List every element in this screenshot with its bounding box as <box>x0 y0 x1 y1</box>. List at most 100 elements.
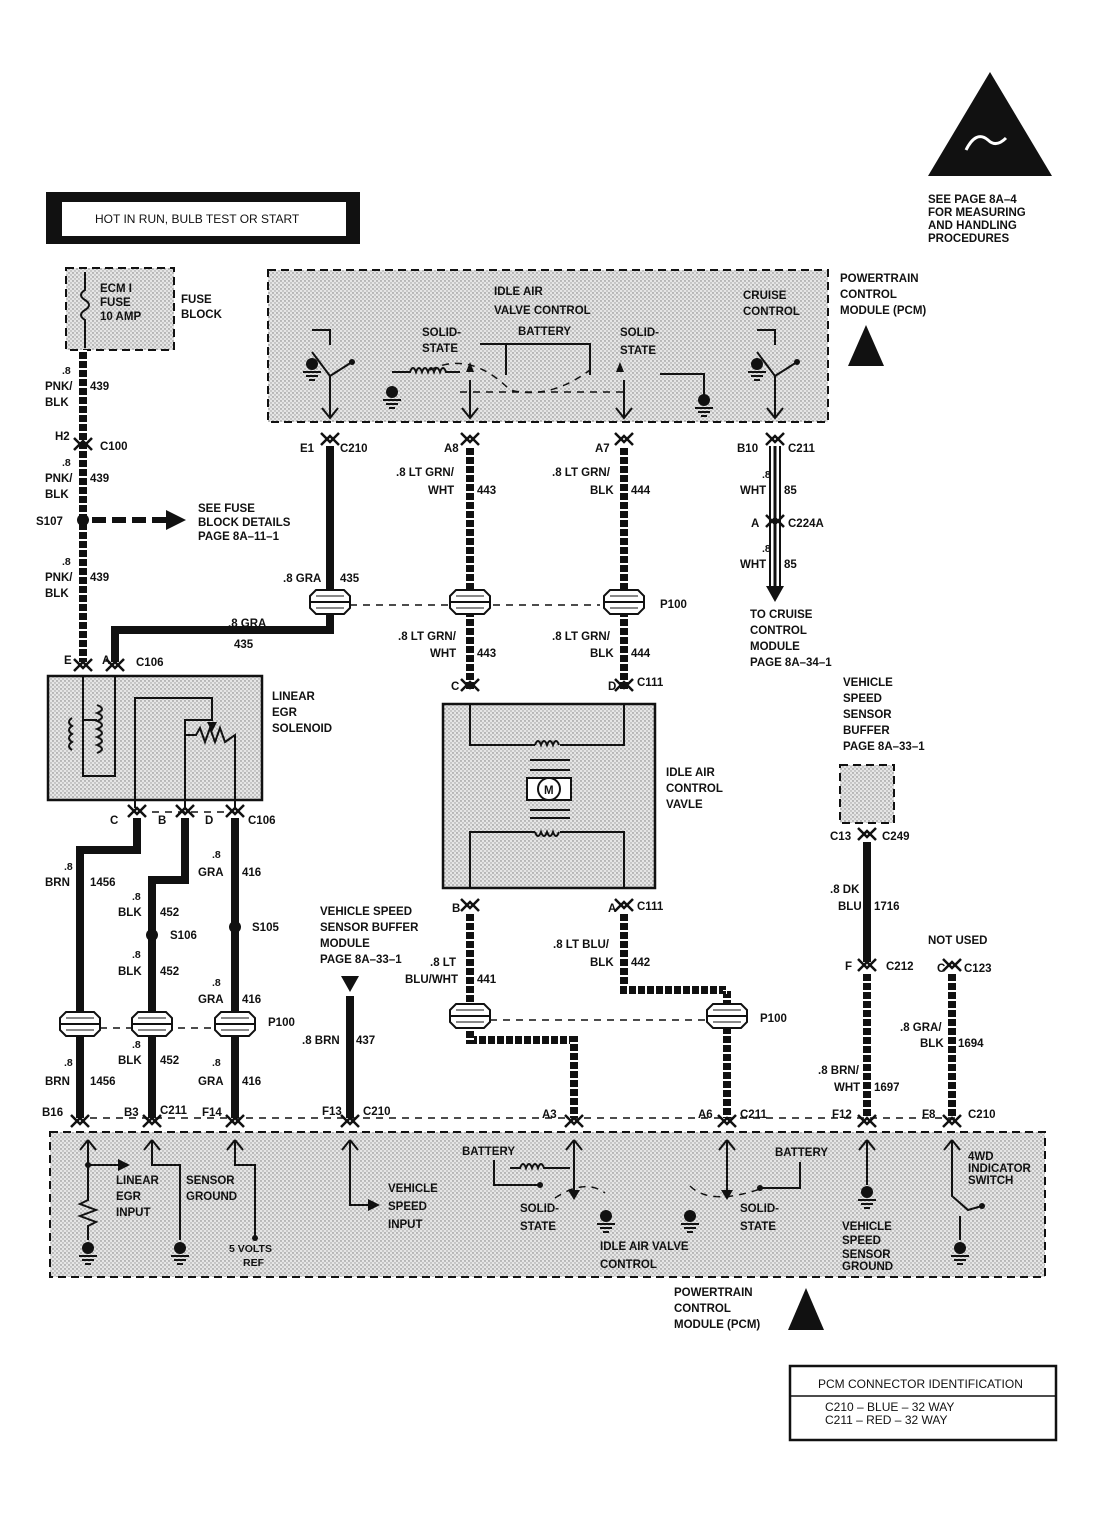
diagram-label: .8 <box>62 457 71 469</box>
diagram-label: .8 <box>212 1057 221 1069</box>
diagram-label: SPEED <box>388 1201 427 1213</box>
diagram-label: PNK/ <box>45 473 73 485</box>
connector-pin <box>941 1113 963 1129</box>
diagram-label: WHT <box>834 1082 860 1094</box>
diagram-label: MODULE <box>320 938 370 950</box>
diagram-label: .8 <box>762 543 771 555</box>
connector-pin <box>339 1113 361 1129</box>
diagram-label: VAVLE <box>666 799 703 811</box>
diagram-label: P100 <box>760 1013 787 1025</box>
diagram-label: BLU <box>838 901 862 913</box>
connector-pin <box>856 957 878 973</box>
splice-s105 <box>229 921 241 933</box>
diagram-label: STATE <box>620 345 656 357</box>
diagram-label: HOT IN RUN, BULB TEST OR START <box>95 212 300 226</box>
diagram-label: ECM I <box>100 283 132 295</box>
diagram-label: TO CRUISE <box>750 609 813 621</box>
diagram-label: FUSE <box>181 294 212 306</box>
diagram-label: INPUT <box>388 1219 423 1231</box>
diagram-label: C <box>110 815 118 827</box>
diagram-label: A <box>608 903 616 915</box>
diagram-label: GROUND <box>842 1261 893 1273</box>
motor-icon <box>537 777 561 801</box>
diagram-label: BATTERY <box>775 1147 828 1159</box>
diagram-label: IDLE AIR <box>494 286 543 298</box>
diagram-label: SPEED <box>843 693 882 705</box>
diagram-label: INDICATOR <box>968 1163 1032 1175</box>
diagram-label: 452 <box>160 966 179 978</box>
wire-1456 <box>76 818 141 1118</box>
arrow-icon <box>92 510 186 530</box>
diagram-label: .8 <box>62 365 71 377</box>
inline-connector <box>309 589 351 615</box>
diagram-label: 437 <box>356 1035 375 1047</box>
egr-solenoid <box>46 674 264 808</box>
diagram-label: B <box>158 815 166 827</box>
esd-note: SEE PAGE 8A–4 FOR MEASURING AND HANDLING… <box>928 194 1026 245</box>
diagram-label: .8 <box>212 977 221 989</box>
diagram-label: .8 <box>132 891 141 903</box>
diagram-label: BUFFER <box>843 725 890 737</box>
vss-buffer-box <box>839 764 895 824</box>
diagram-label: PROCEDURES <box>928 233 1009 245</box>
diagram-label: C106 <box>248 815 276 827</box>
diagram-label: VEHICLE <box>388 1183 438 1195</box>
diagram-label: .8 BRN <box>302 1035 340 1047</box>
diagram-label: 443 <box>477 648 496 660</box>
diagram-label: CRUISE <box>743 290 787 302</box>
diagram-label: .8 GRA <box>228 618 266 630</box>
diagram-label: .8 BRN/ <box>818 1065 860 1077</box>
diagram-label: GROUND <box>186 1191 237 1203</box>
diagram-label: WHT <box>428 485 454 497</box>
connector-pin <box>459 897 481 913</box>
wire-442 <box>620 912 731 1118</box>
diagram-label: C211 <box>160 1105 187 1117</box>
diagram-label: 435 <box>234 639 254 651</box>
diagram-label: 439 <box>90 381 109 393</box>
diagram-label: 452 <box>160 1055 179 1067</box>
diagram-label: C100 <box>100 441 128 453</box>
connector-pin <box>319 431 341 447</box>
diagram-label: STATE <box>422 343 458 355</box>
diagram-label: SOLID- <box>740 1203 779 1215</box>
diagram-label: 444 <box>631 648 651 660</box>
diagram-label: .8 LT BLU/ <box>553 939 610 951</box>
diagram-label: VEHICLE <box>842 1221 892 1233</box>
diagram-label: VEHICLE SPEED <box>320 906 412 918</box>
connector-pin <box>856 826 878 842</box>
diagram-label: .8 <box>212 849 221 861</box>
diagram-label: C249 <box>882 831 910 843</box>
diagram-label: P100 <box>268 1017 295 1029</box>
splice-s106 <box>146 929 158 941</box>
diagram-label: SPEED <box>842 1235 881 1247</box>
connector-pin <box>716 1113 738 1129</box>
esd-warning-icon <box>848 325 884 366</box>
diagram-label: POWERTRAIN <box>840 273 919 285</box>
power-source-box: HOT IN RUN, BULB TEST OR START <box>46 192 360 244</box>
diagram-label: CONTROL <box>600 1259 657 1271</box>
diagram-label: WHT <box>740 485 766 497</box>
diagram-label: BLK <box>118 966 142 978</box>
diagram-label: A8 <box>444 443 459 455</box>
diagram-label: LINEAR <box>272 691 316 703</box>
diagram-label: BLK <box>590 957 614 969</box>
diagram-label: H2 <box>55 431 70 443</box>
diagram-label: 444 <box>631 485 651 497</box>
connector-pin <box>224 803 246 819</box>
diagram-label: 5 VOLTS <box>229 1243 272 1255</box>
diagram-label: .8 LT GRN/ <box>552 467 611 479</box>
diagram-label: CONTROL <box>750 625 807 637</box>
diagram-label: 416 <box>242 994 261 1006</box>
inline-connector <box>59 1011 101 1037</box>
inline-connector <box>603 589 645 615</box>
diagram-label: SENSOR BUFFER <box>320 922 419 934</box>
connector-pin <box>459 431 481 447</box>
connector-pin <box>613 897 635 913</box>
diagram-label: .8 GRA <box>283 573 321 585</box>
connector-pin <box>856 1113 878 1129</box>
diagram-label: GRA <box>198 994 224 1006</box>
connector-pin <box>174 803 196 819</box>
diagram-label: CONTROL <box>743 306 800 318</box>
diagram-label: PCM CONNECTOR IDENTIFICATION <box>818 1377 1023 1391</box>
diagram-label: BRN <box>45 1076 70 1088</box>
